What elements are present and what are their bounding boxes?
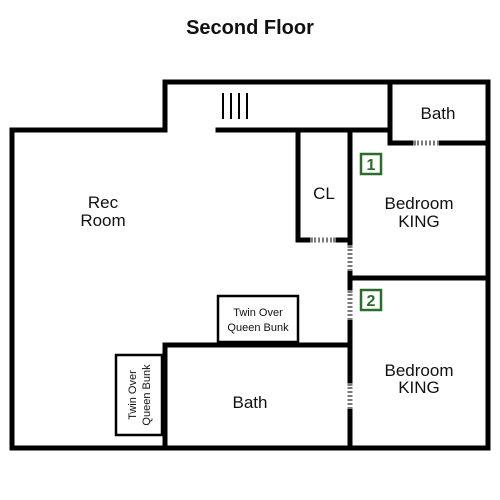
badge-bedroom-1: 1: [367, 157, 376, 174]
stairs-icon: [222, 93, 248, 119]
bedroom-2-label-line2: KING: [398, 378, 440, 397]
badge-bedroom-2: 2: [367, 293, 376, 310]
bunk-left-label-line1: Twin Over: [127, 370, 139, 420]
bunk-left-label-line2: Queen Bunk: [141, 364, 153, 426]
doors: [310, 140, 440, 410]
bath-bottom-label: Bath: [233, 393, 268, 412]
bath-top-label: Bath: [421, 104, 456, 123]
closet-label: CL: [313, 184, 335, 203]
bunk-center-box: [216, 294, 300, 344]
bedroom-1-label-line2: KING: [398, 212, 440, 231]
rec-room-label-line1: Rec: [88, 193, 119, 212]
page-title: Second Floor: [186, 17, 314, 39]
rec-room-label-line2: Room: [80, 211, 125, 230]
bunk-left-box: [114, 353, 164, 437]
bunk-center-label-line1: Twin Over: [233, 307, 283, 319]
badge-bedroom-2-box: [359, 288, 383, 312]
badge-bedroom-1-box: [359, 152, 383, 176]
walls: [9, 79, 491, 451]
bedroom-2-label-line1: Bedroom: [385, 361, 454, 380]
outer-wall: [9, 79, 491, 451]
bedroom-1-label-line1: Bedroom: [385, 194, 454, 213]
bunk-center-label-line2: Queen Bunk: [227, 322, 289, 334]
